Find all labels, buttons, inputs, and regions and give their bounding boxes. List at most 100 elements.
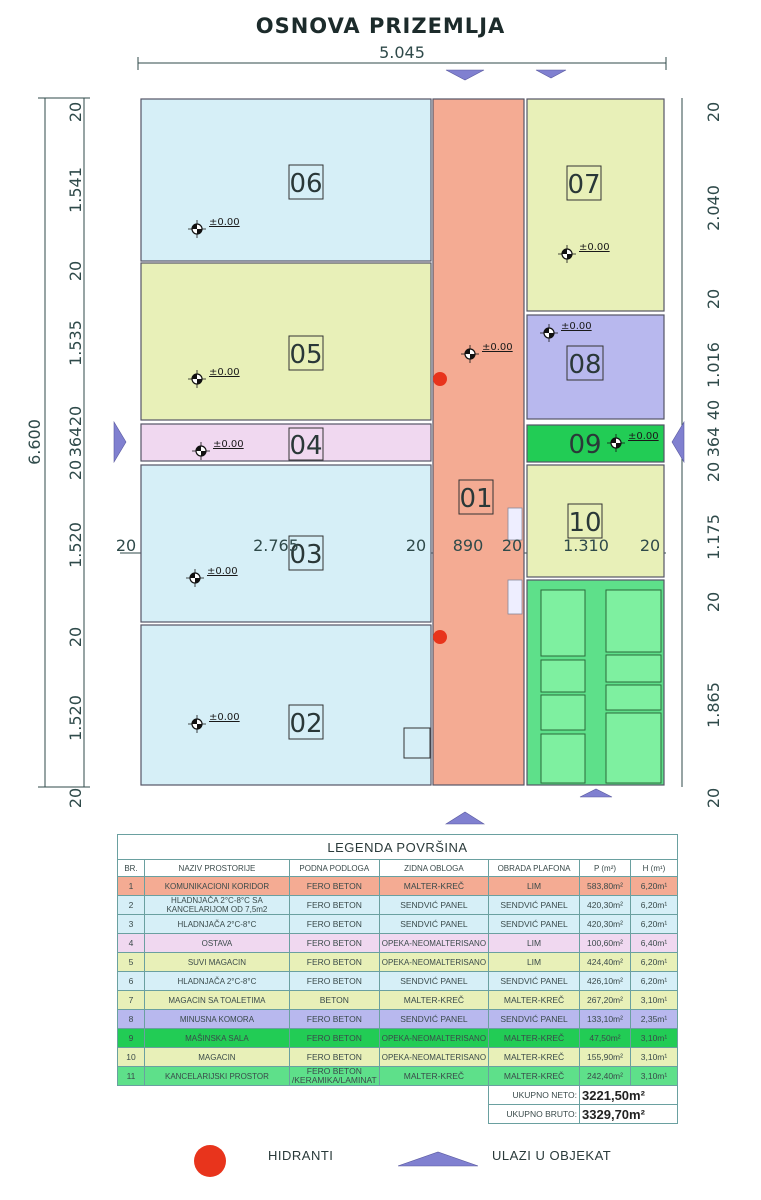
legend-height: 3,10m¹ bbox=[630, 990, 678, 1010]
office-cells bbox=[540, 589, 662, 784]
elevation-label: ±0.00 bbox=[209, 367, 240, 378]
bruto-label: UKUPNO BRUTO: bbox=[488, 1104, 581, 1124]
dim-left-total: 6.600 bbox=[25, 419, 44, 465]
room-label-10: 10 bbox=[568, 508, 601, 538]
elevation-label: ±0.00 bbox=[482, 342, 513, 353]
legend-area: 133,10m² bbox=[579, 1009, 631, 1029]
elevation-marker: ±0.00 bbox=[540, 321, 592, 342]
legend-height: 6,20m¹ bbox=[630, 952, 678, 972]
legend-pod: BETON bbox=[288, 990, 380, 1010]
legend-height: 3,10m¹ bbox=[630, 1066, 678, 1086]
left-dim-0: 20 bbox=[66, 102, 85, 122]
bruto-value: 3329,70m² bbox=[579, 1104, 678, 1124]
elevation-label: ±0.00 bbox=[213, 439, 244, 450]
legend-plafon: SENDVIĆ PANEL bbox=[488, 971, 581, 991]
legend-zid: MALTER-KREČ bbox=[378, 876, 490, 896]
legend-height: 6,20m¹ bbox=[630, 971, 678, 991]
legend-br: 10 bbox=[117, 1047, 145, 1067]
left-dim-8: 20 bbox=[66, 627, 85, 647]
right-dim-2: 20 bbox=[704, 289, 723, 309]
room-label-04: 04 bbox=[289, 431, 322, 461]
legend-zid: SENDVIĆ PANEL bbox=[378, 971, 490, 991]
legend-pod: FERO BETON bbox=[288, 933, 380, 953]
header-br: BR. bbox=[117, 859, 145, 877]
legend-naziv: HLADNJAČA 2°C-8°C bbox=[143, 971, 290, 991]
elevation-marker: ±0.00 bbox=[192, 439, 244, 460]
room-label-09: 09 bbox=[568, 430, 601, 460]
stairs bbox=[507, 507, 523, 615]
legend-table: LEGENDA POVRŠINA BR. NAZIV PROSTORIJE PO… bbox=[117, 834, 678, 1124]
right-dim-4: 40 bbox=[704, 400, 723, 420]
legend-zid: MALTER-KREČ bbox=[378, 1066, 490, 1086]
left-dim-6: 20 bbox=[66, 460, 85, 480]
legend-naziv: KANCELARIJSKI PROSTOR bbox=[143, 1066, 290, 1086]
right-dim-6: 20 bbox=[704, 462, 723, 482]
entrance-arrow bbox=[535, 69, 567, 79]
neto-label: UKUPNO NETO: bbox=[488, 1085, 581, 1105]
room-label-06: 06 bbox=[289, 169, 322, 199]
legend-naziv: MAGACIN bbox=[143, 1047, 290, 1067]
right-dim-9: 1.865 bbox=[704, 682, 723, 728]
right-dim-5: 364 bbox=[704, 427, 723, 458]
legend-zid: OPEKA-NEOMALTERISANO bbox=[378, 933, 490, 953]
floor-plan: 06 05 04 03 02 01 07 08 09 10 ±0.00±0.00… bbox=[25, 43, 723, 825]
legend-area: 242,40m² bbox=[579, 1066, 631, 1086]
legend-br: 4 bbox=[117, 933, 145, 953]
left-dim-4: 20 bbox=[66, 406, 85, 426]
header-pod: PODNA PODLOGA bbox=[288, 859, 380, 877]
header-plafon: OBRADA PLAFONA bbox=[488, 859, 581, 877]
dim-top-total: 5.045 bbox=[379, 43, 425, 62]
room-03 bbox=[140, 464, 432, 623]
legend-zid: MALTER-KREČ bbox=[378, 990, 490, 1010]
legend-naziv: HLADNJAČA 2°C-8°C bbox=[143, 914, 290, 934]
legend-height: 6,20m¹ bbox=[630, 876, 678, 896]
legend-pod: FERO BETON bbox=[288, 952, 380, 972]
legend-header: BR. NAZIV PROSTORIJE PODNA PODLOGA ZIDNA… bbox=[117, 859, 678, 877]
legend-height: 6,20m¹ bbox=[630, 914, 678, 934]
elevation-label: ±0.00 bbox=[207, 566, 238, 577]
elevation-label: ±0.00 bbox=[561, 321, 592, 332]
legend-br: 8 bbox=[117, 1009, 145, 1029]
header-p: P (m²) bbox=[579, 859, 631, 877]
room-07 bbox=[526, 98, 665, 312]
legend-plafon: MALTER-KREČ bbox=[488, 990, 581, 1010]
left-dim-3: 1.535 bbox=[66, 320, 85, 366]
legend-br: 6 bbox=[117, 971, 145, 991]
legend-area: 424,40m² bbox=[579, 952, 631, 972]
legend-area: 47,50m² bbox=[579, 1028, 631, 1048]
room-02 bbox=[140, 624, 432, 786]
legend-height: 2,35m¹ bbox=[630, 1009, 678, 1029]
hydrant-label: HIDRANTI bbox=[268, 1148, 334, 1163]
legend-br: 1 bbox=[117, 876, 145, 896]
legend-naziv: KOMUNIKACIONI KORIDOR bbox=[143, 876, 290, 896]
office-box bbox=[403, 727, 431, 759]
legend-height: 6,20m¹ bbox=[630, 895, 678, 915]
right-dim-3: 1.016 bbox=[704, 342, 723, 388]
legend-zid: SENDVIĆ PANEL bbox=[378, 914, 490, 934]
legend-zid: SENDVIĆ PANEL bbox=[378, 1009, 490, 1029]
dim-h-6: 20 bbox=[640, 536, 660, 555]
room-label-05: 05 bbox=[289, 340, 322, 370]
left-dim-9: 1.520 bbox=[66, 695, 85, 741]
elevation-marker: ±0.00 bbox=[607, 431, 659, 452]
right-dim-7: 1.175 bbox=[704, 514, 723, 560]
legend-naziv: SUVI MAGACIN bbox=[143, 952, 290, 972]
legend-plafon: LIM bbox=[488, 933, 581, 953]
hydrant-marker bbox=[433, 372, 447, 386]
room-01 bbox=[432, 98, 525, 786]
hydrant-marker bbox=[433, 630, 447, 644]
entrance-arrow bbox=[579, 788, 613, 798]
legend-pod: FERO BETON bbox=[288, 1047, 380, 1067]
dim-h-2: 20 bbox=[406, 536, 426, 555]
legend-naziv: MAŠINSKA SALA bbox=[143, 1028, 290, 1048]
right-dim-10: 20 bbox=[704, 788, 723, 808]
legend-plafon: SENDVIĆ PANEL bbox=[488, 914, 581, 934]
